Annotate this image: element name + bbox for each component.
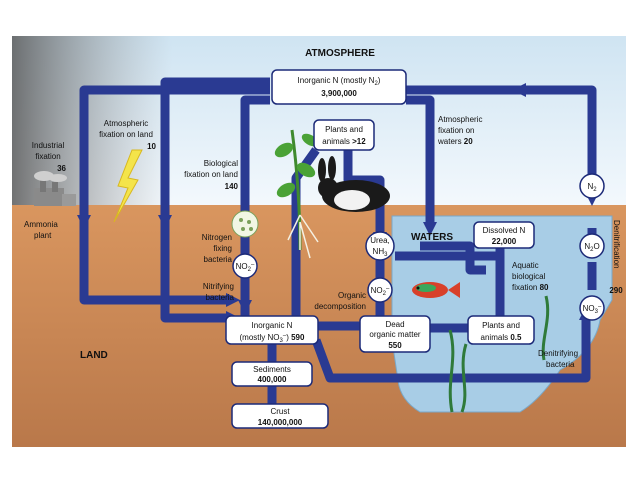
label-nitrifying-bacteria: Nitrifying bacteria <box>203 282 235 302</box>
svg-text:3,900,000: 3,900,000 <box>321 89 357 98</box>
lightning-bolt <box>113 149 143 223</box>
svg-text:fixation on land: fixation on land <box>99 130 153 139</box>
svg-text:fixation on land: fixation on land <box>184 170 238 179</box>
fish-icon <box>412 282 460 298</box>
svg-text:Denitrifying: Denitrifying <box>538 349 578 358</box>
svg-text:Nitrogen: Nitrogen <box>202 233 232 242</box>
node-inorganic-n-land: Inorganic N (mostly NO3–) 590 <box>225 315 319 345</box>
svg-text:fixation on: fixation on <box>438 126 474 135</box>
svg-text:Plants and: Plants and <box>482 321 520 330</box>
atmosphere-label: ATMOSPHERE <box>305 48 375 59</box>
svg-text:plant: plant <box>34 231 52 240</box>
land-plant <box>274 129 319 259</box>
ammonia-plant-icon <box>34 171 76 206</box>
svg-text:N2O: N2O <box>584 242 599 253</box>
node-plants-animals-land: Plants and animals >12 <box>313 119 375 151</box>
svg-text:Atmospheric: Atmospheric <box>104 119 148 128</box>
node-no2-water: NO2– <box>367 277 393 303</box>
svg-text:(mostly NO3–) 590: (mostly NO3–) 590 <box>240 333 305 344</box>
label-biological-fixation-land: Biological fixation on land 140 <box>184 159 238 191</box>
storm-cloud <box>12 36 172 210</box>
svg-text:Dissolved N: Dissolved N <box>483 226 526 235</box>
node-plants-animals-water: Plants and animals 0.5 <box>467 315 535 345</box>
svg-text:Atmospheric: Atmospheric <box>438 115 482 124</box>
node-sediments: Sediments 400,000 <box>231 361 313 387</box>
svg-text:fixation 80: fixation 80 <box>512 283 549 292</box>
svg-text:NH3: NH3 <box>373 247 389 258</box>
label-atmospheric-fixation-waters: Atmospheric fixation on waters 20 <box>437 115 482 146</box>
svg-text:decomposition: decomposition <box>314 302 366 311</box>
svg-text:Denitrification: Denitrification <box>612 220 621 268</box>
svg-text:bacteria: bacteria <box>546 360 575 369</box>
nitrogen-fixing-bacteria-icon <box>231 210 259 238</box>
label-denitrification: Denitrification 290 <box>609 220 623 295</box>
label-ammonia-plant: Ammonia plant <box>24 220 58 240</box>
svg-text:Inorganic N: Inorganic N <box>252 321 293 330</box>
svg-text:290: 290 <box>609 286 623 295</box>
label-organic-decomposition: Organic decomposition <box>314 291 366 311</box>
node-no2-land: NO2– <box>232 253 258 279</box>
svg-text:Ammonia: Ammonia <box>24 220 58 229</box>
rabbit-icon <box>318 156 390 212</box>
node-dead-organic-matter: Dead organic matter 550 <box>359 315 431 353</box>
label-denitrifying-bacteria: Denitrifying bacteria <box>538 349 578 369</box>
svg-text:36: 36 <box>57 164 66 173</box>
svg-text:NO2–: NO2– <box>236 262 255 273</box>
svg-text:bacteria: bacteria <box>204 255 233 264</box>
label-aquatic-biological-fixation: Aquatic biological fixation 80 <box>512 261 549 292</box>
svg-text:animals 0.5: animals 0.5 <box>481 333 522 342</box>
svg-text:Organic: Organic <box>338 291 366 300</box>
svg-text:biological: biological <box>512 272 546 281</box>
label-industrial-fixation: Industrial fixation 36 <box>32 141 67 173</box>
svg-text:N2: N2 <box>587 182 597 193</box>
node-no3: NO3– <box>579 295 605 321</box>
svg-text:fixing: fixing <box>213 244 232 253</box>
svg-text:NO3–: NO3– <box>583 304 602 315</box>
label-atmospheric-fixation-land: Atmospheric fixation on land 10 <box>99 119 156 151</box>
svg-text:bacteria: bacteria <box>206 293 235 302</box>
svg-text:10: 10 <box>147 142 156 151</box>
svg-text:22,000: 22,000 <box>492 237 517 246</box>
svg-text:140,000,000: 140,000,000 <box>258 418 303 427</box>
waters-label: WATERS <box>411 232 453 243</box>
svg-text:organic matter: organic matter <box>369 330 420 339</box>
svg-text:NO2–: NO2– <box>371 286 390 297</box>
svg-text:Urea,: Urea, <box>370 236 390 245</box>
seaweed-icon <box>448 295 550 413</box>
svg-text:Dead: Dead <box>385 320 404 329</box>
svg-text:Industrial: Industrial <box>32 141 65 150</box>
svg-text:Plants and: Plants and <box>325 125 363 134</box>
svg-text:waters 20: waters 20 <box>437 137 473 146</box>
svg-text:Aquatic: Aquatic <box>512 261 539 270</box>
svg-text:140: 140 <box>225 182 239 191</box>
node-inorganic-n-atmosphere: Inorganic N (mostly N2) 3,900,000 <box>271 69 407 105</box>
node-crust: Crust 140,000,000 <box>231 403 329 429</box>
svg-text:Crust: Crust <box>270 407 290 416</box>
svg-text:fixation: fixation <box>35 152 60 161</box>
svg-text:Nitrifying: Nitrifying <box>203 282 234 291</box>
svg-text:Inorganic N (mostly N2): Inorganic N (mostly N2) <box>298 76 381 87</box>
svg-text:400,000: 400,000 <box>258 375 287 384</box>
svg-text:Biological: Biological <box>204 159 238 168</box>
node-n2o: N2O <box>579 233 605 259</box>
svg-text:Sediments: Sediments <box>253 365 291 374</box>
node-urea: Urea, NH3 <box>365 231 395 261</box>
svg-text:animals >12: animals >12 <box>322 137 366 146</box>
label-nitrogen-fixing-bacteria: Nitrogen fixing bacteria <box>202 233 233 264</box>
node-dissolved-n: Dissolved N 22,000 <box>473 221 535 249</box>
svg-text:550: 550 <box>388 341 402 350</box>
land-label: LAND <box>80 350 108 361</box>
node-n2: N2 <box>579 173 605 199</box>
